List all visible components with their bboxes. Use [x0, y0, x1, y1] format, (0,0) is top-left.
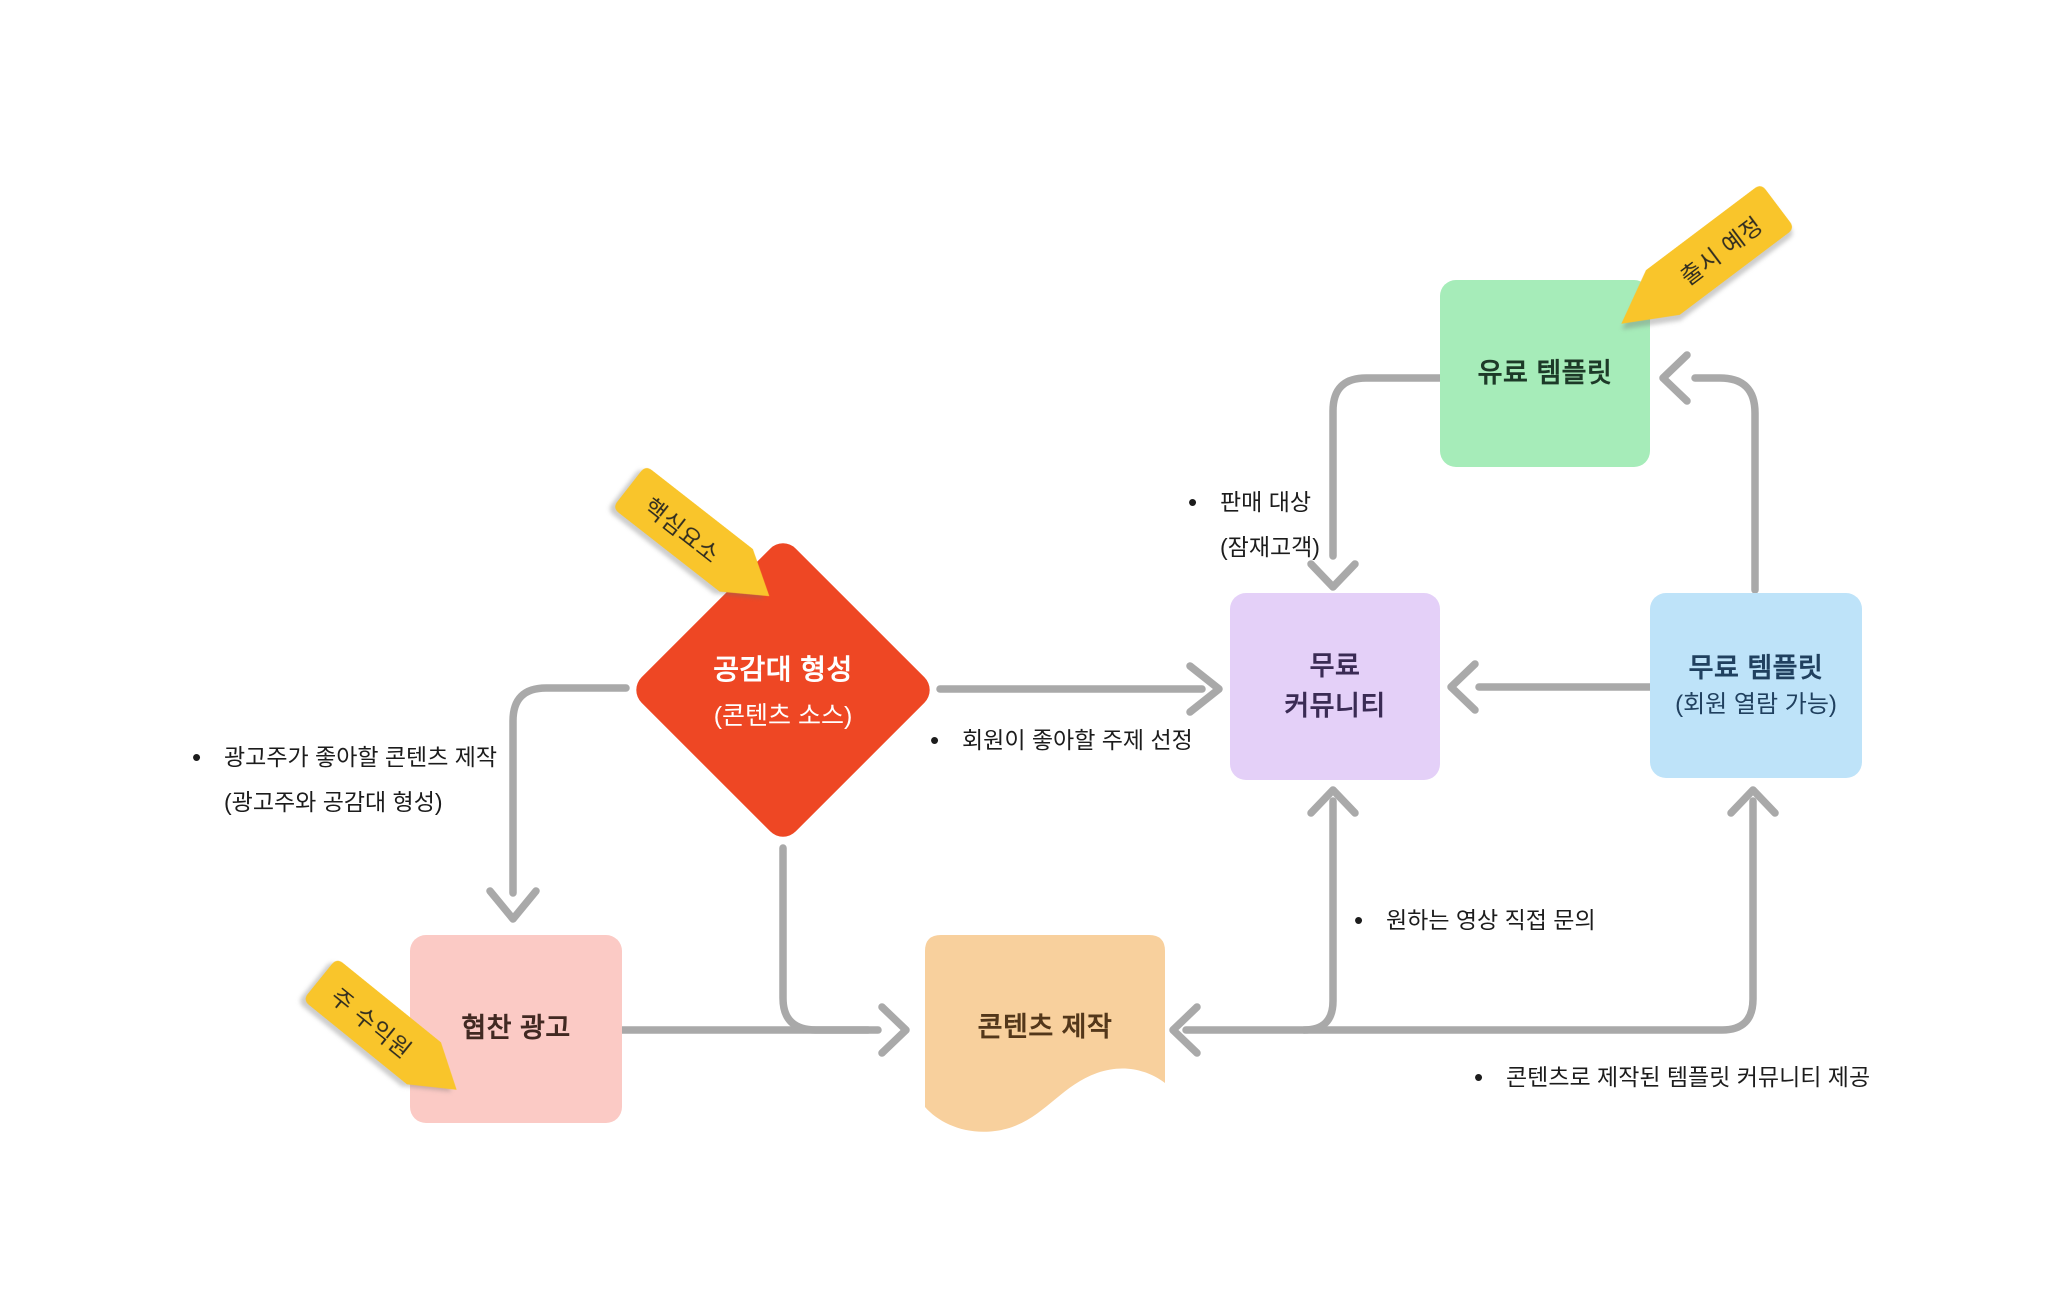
arrow-content-to-free-template: [1169, 786, 1779, 1057]
content-creation-label: 콘텐츠 제작: [977, 1012, 1113, 1042]
sponsored-ads-label: 협찬 광고: [461, 1013, 571, 1044]
tag-main-revenue[interactable]: 주 수익원: [303, 958, 475, 1112]
annotation-template-provide-line1: 콘텐츠로 제작된 템플릿 커뮤니티 제공: [1506, 1064, 1871, 1090]
tag-revenue-shape: [305, 960, 457, 1090]
free-template-sublabel: (회원 열람 가능): [1675, 690, 1837, 718]
arrow-consensus-to-content: [779, 844, 872, 1034]
annotation-ad-content-line2: (광고주와 공감대 형성): [224, 789, 443, 815]
tag-core-shape: [615, 468, 770, 597]
consensus-sublabel: (콘텐츠 소스): [713, 702, 853, 730]
annotation-ad-content-line1: 광고주가 좋아할 콘텐츠 제작: [224, 744, 498, 770]
annotation-sales-target: 판매 대상 (잠재고객): [1186, 480, 1320, 570]
tag-launch-shape: [1621, 186, 1792, 324]
consensus-label: 공감대 형성: [713, 654, 853, 685]
arrow-consensus-to-sponsored: [486, 684, 630, 923]
node-paid-template[interactable]: 유료 템플릿: [1440, 280, 1650, 467]
free-template-label: 무료 템플릿: [1688, 652, 1824, 683]
arrow-consensus-to-community: [936, 662, 1223, 716]
free-community-label-line1: 무료: [1309, 651, 1361, 682]
arrow-branch-to-community: [1300, 786, 1359, 1034]
free-community-label-line2: 커뮤니티: [1284, 690, 1386, 721]
paid-template-label: 유료 템플릿: [1477, 357, 1613, 388]
arrow-free-template-to-community: [1447, 660, 1654, 714]
annotation-member-topic-line1: 회원이 좋아할 주제 선정: [962, 727, 1193, 753]
annotation-template-provide: 콘텐츠로 제작된 템플릿 커뮤니티 제공: [1472, 1055, 1870, 1100]
annotation-sales-target-line2: (잠재고객): [1220, 534, 1320, 560]
arrow-paid-template-to-community: [1307, 374, 1444, 591]
annotation-ad-content: 광고주가 좋아할 콘텐츠 제작 (광고주와 공감대 형성): [190, 735, 497, 825]
node-content-creation-document[interactable]: 콘텐츠 제작: [925, 935, 1165, 1140]
annotation-member-topic: 회원이 좋아할 주제 선정: [928, 718, 1193, 763]
document-shape: [925, 935, 1165, 1132]
tag-core-element[interactable]: 핵심요소: [612, 465, 787, 618]
annotation-direct-inquiry-line1: 원하는 영상 직접 문의: [1386, 907, 1596, 933]
tag-launch-soon[interactable]: 출시 예정: [1601, 183, 1794, 348]
annotation-direct-inquiry: 원하는 영상 직접 문의: [1352, 898, 1596, 943]
annotation-sales-target-line1: 판매 대상: [1220, 489, 1312, 515]
node-consensus-diamond[interactable]: 공감대 형성 (콘텐츠 소스): [628, 535, 938, 845]
arrow-free-template-to-paid-template: [1659, 351, 1759, 594]
node-free-template[interactable]: 무료 템플릿 (회원 열람 가능): [1650, 593, 1862, 778]
node-sponsored-ads[interactable]: 협찬 광고: [410, 935, 622, 1123]
node-free-community[interactable]: 무료 커뮤니티: [1230, 593, 1440, 780]
